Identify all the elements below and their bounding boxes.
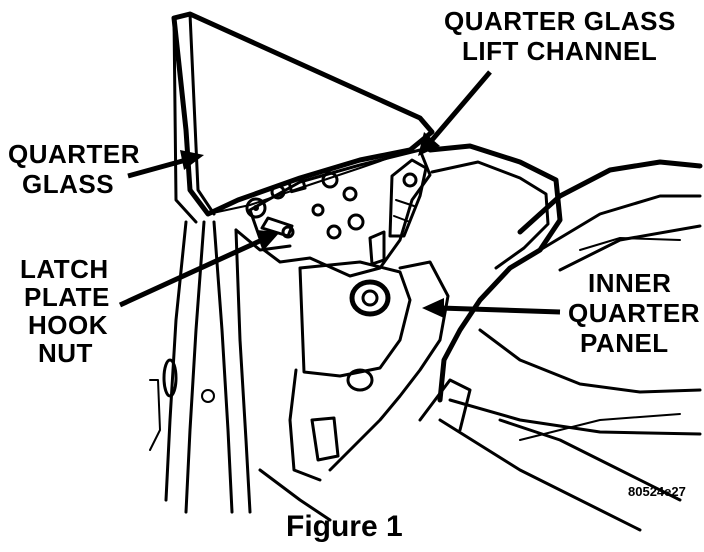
pillar-drawing	[149, 220, 292, 514]
vehicle-line-art	[149, 11, 703, 532]
quarter-glass-drawing	[171, 11, 435, 224]
lift-channel-drawing	[388, 158, 428, 238]
inner-quarter-panel-arrow	[422, 298, 561, 318]
inner-quarter-panel-drawing	[288, 143, 563, 482]
inner-quarter-panel-label: INNER QUARTER PANEL	[568, 268, 704, 358]
quarter-glass-lift-channel-label: QUARTER GLASS LIFT CHANNEL	[444, 6, 684, 66]
callout-arrows	[118, 70, 561, 318]
callout-labels: QUARTER GLASS QUARTER GLASS LIFT CHANNEL…	[8, 6, 704, 543]
latch-plate-hook-nut-arrow	[118, 230, 280, 308]
quarter-glass-label: QUARTER GLASS	[8, 139, 148, 199]
latch-plate-hook-nut-label: LATCH PLATE HOOK NUT	[20, 254, 118, 368]
regulator-plate-drawing	[245, 148, 432, 278]
floor-drawing	[258, 378, 682, 532]
figure-code: 80524e27	[628, 484, 686, 499]
wheelhouse-drawing	[448, 159, 703, 436]
quarter-glass-arrow	[127, 150, 204, 179]
figure-caption: Figure 1	[286, 510, 403, 543]
lift-channel-arrow	[418, 70, 492, 156]
